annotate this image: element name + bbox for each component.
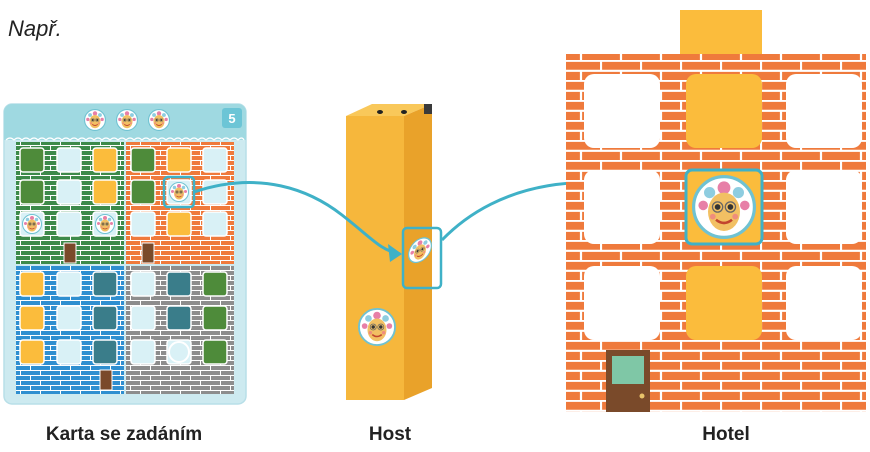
card-number: 5 bbox=[228, 111, 235, 126]
face-token-icon bbox=[358, 308, 396, 346]
caption-card: Karta se zadáním bbox=[45, 424, 203, 445]
caption-hotel: Hotel bbox=[702, 424, 750, 445]
assignment-card: 5 bbox=[3, 103, 247, 405]
face-token-icon bbox=[116, 109, 138, 131]
hotel-building bbox=[566, 10, 866, 412]
example-label: Např. bbox=[8, 16, 62, 41]
arrow-icon bbox=[193, 181, 402, 262]
face-token-icon bbox=[148, 109, 170, 131]
door-icon bbox=[606, 350, 650, 412]
face-token-icon bbox=[691, 175, 757, 239]
caption-guest: Host bbox=[368, 424, 412, 445]
face-token-icon bbox=[84, 109, 106, 131]
